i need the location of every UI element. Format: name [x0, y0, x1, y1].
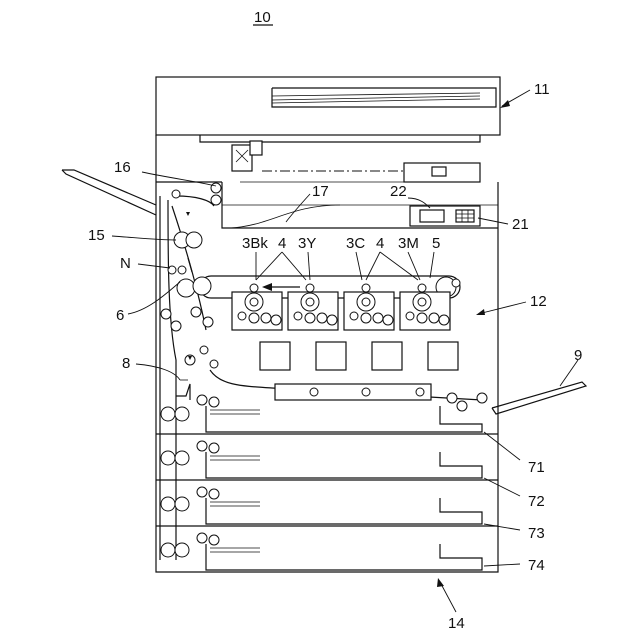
label-tray-3: 73 — [528, 525, 545, 542]
label-nip: N — [120, 255, 131, 272]
label-feeder-unit: 14 — [448, 615, 465, 632]
cassette-4 — [161, 533, 482, 570]
label-drum-b: 4 — [376, 235, 384, 252]
cassettes — [156, 395, 498, 570]
registration-unit — [176, 380, 190, 400]
label-black-unit: 3Bk — [242, 235, 268, 252]
label-engine-body: 12 — [530, 293, 547, 310]
manual-feed — [210, 370, 586, 414]
label-registration: 8 — [122, 355, 130, 372]
figure-number: 10 — [254, 9, 271, 26]
label-tray-4: 74 — [528, 557, 545, 574]
exposure-curve — [230, 205, 340, 228]
label-magenta-unit: 3M — [398, 235, 419, 252]
label-discharge-path: 16 — [114, 159, 131, 176]
label-control-panel: 21 — [512, 216, 529, 233]
label-manual-tray: 9 — [574, 347, 582, 364]
label-tray-2: 72 — [528, 493, 545, 510]
scanner-unit — [156, 77, 500, 182]
label-yellow-unit: 3Y — [298, 235, 316, 252]
cassette-3 — [161, 487, 482, 524]
label-cyan-unit: 3C — [346, 235, 365, 252]
label-drum-a: 4 — [278, 235, 286, 252]
image-units — [232, 284, 458, 370]
label-fixing-unit: 15 — [88, 227, 105, 244]
cassette-2 — [161, 441, 482, 478]
label-exposure-unit: 17 — [312, 183, 329, 200]
label-belt: 5 — [432, 235, 440, 252]
discharge-tray — [62, 170, 156, 215]
label-scanner: 11 — [534, 81, 550, 98]
label-display: 22 — [390, 183, 407, 200]
label-tray-1: 71 — [528, 459, 545, 476]
control-panel — [410, 206, 480, 226]
label-secondary-transfer: 6 — [116, 307, 124, 324]
